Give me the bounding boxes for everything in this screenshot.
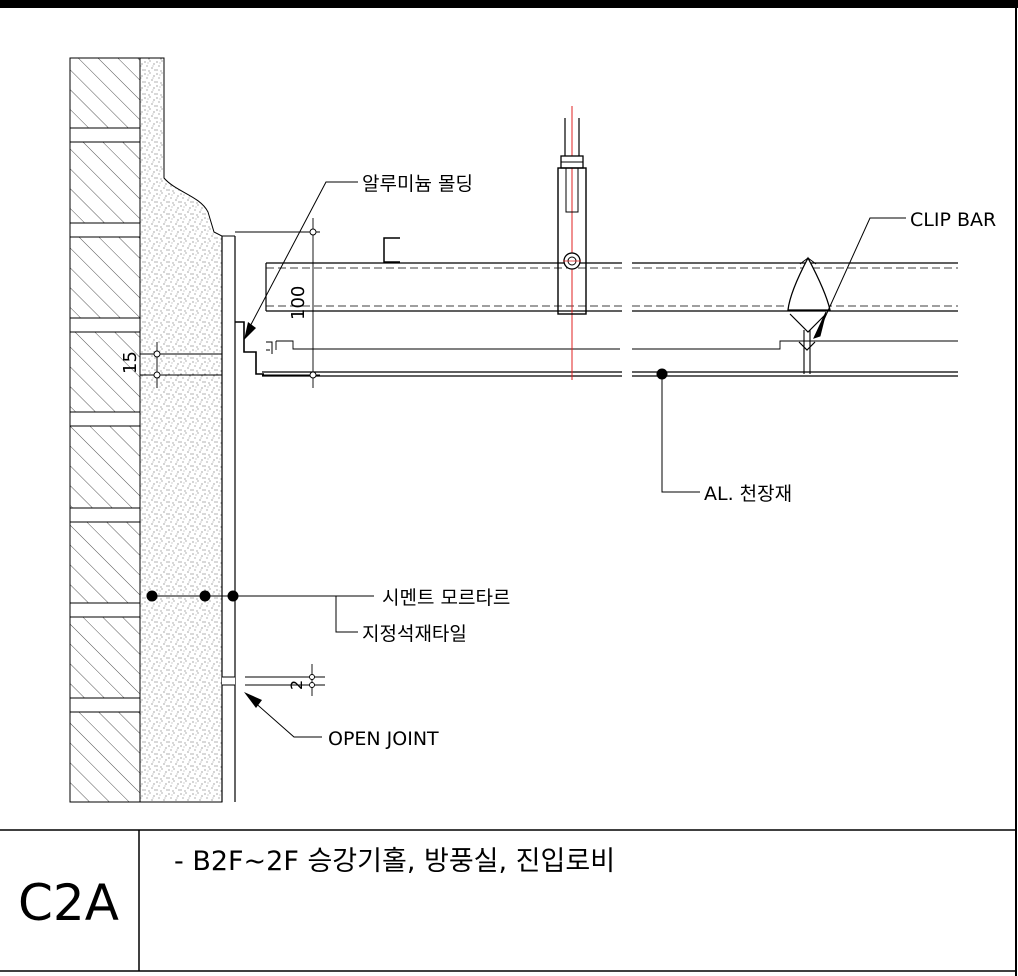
leader-aluminum-molding: [244, 181, 358, 340]
leader-wall-layers: [146, 590, 374, 633]
dimension-15-label: 15: [120, 351, 141, 374]
label-al-ceiling: AL. 천장재: [704, 483, 792, 505]
ceiling-structure: [235, 237, 958, 377]
dimension-15: [140, 342, 222, 388]
detail-code: C2A: [18, 874, 119, 932]
dimension-2-label: 2: [287, 680, 306, 690]
leader-clip-bar: [821, 217, 906, 325]
dimension-100-label: 100: [288, 286, 309, 320]
ceiling-hanger: [557, 106, 587, 380]
label-stone-tile: 지정석재타일: [362, 623, 467, 645]
clip-bar: [787, 256, 831, 374]
leader-open-joint: [244, 692, 322, 738]
detail-description: - B2F~2F 승강기홀, 방풍실, 진입로비: [174, 846, 615, 877]
label-clip-bar: CLIP BAR: [910, 209, 996, 231]
label-cement-mortar: 시멘트 모르타르: [382, 587, 510, 609]
dimension-100: [235, 218, 320, 388]
cement-mortar-layer: [139, 57, 223, 803]
label-open-joint: OPEN JOINT: [328, 728, 439, 750]
brick-wall: [69, 57, 141, 803]
dimension-2: [245, 664, 325, 696]
stone-tile-layer: [221, 235, 236, 802]
leader-al-ceiling: [656, 368, 700, 493]
label-aluminum-molding: 알루미늄 몰딩: [362, 173, 473, 195]
